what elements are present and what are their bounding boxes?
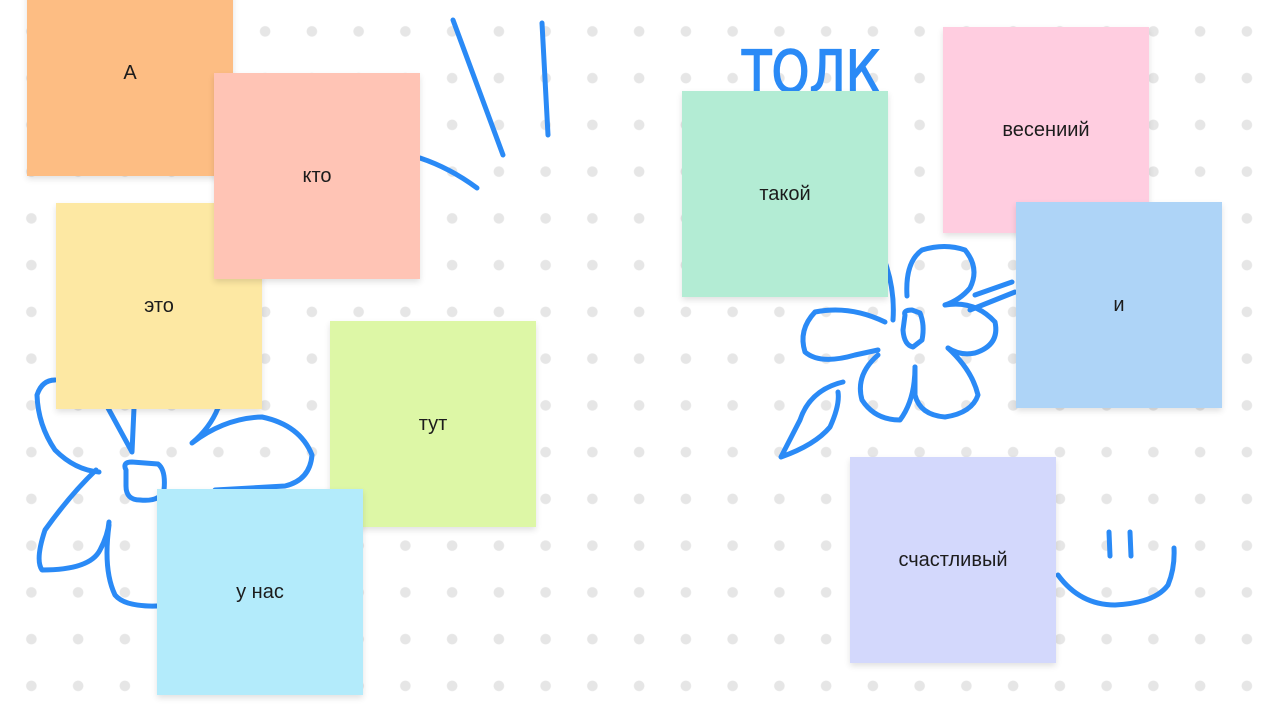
sticky-note[interactable]: А [27, 0, 233, 176]
note-text: такой [759, 182, 811, 205]
note-text: тут [418, 412, 448, 435]
sticky-note[interactable]: тут [330, 321, 536, 527]
note-text: и [1113, 293, 1125, 316]
pen-stroke[interactable] [417, 155, 480, 191]
sticky-note[interactable]: весениий [943, 27, 1149, 233]
pen-stroke[interactable] [450, 17, 506, 158]
note-text: у нас [236, 580, 284, 603]
note-text: счастливый [898, 548, 1008, 571]
pen-stroke[interactable] [539, 20, 551, 138]
note-text: кто [302, 164, 332, 187]
note-text: весениий [1002, 118, 1090, 141]
smiley-doodle[interactable] [1055, 529, 1177, 608]
sticky-note[interactable]: такой [682, 91, 888, 297]
note-text: А [123, 61, 137, 84]
sticky-note[interactable]: счастливый [850, 457, 1056, 663]
sticky-note[interactable]: кто [214, 73, 420, 279]
note-text: это [144, 294, 174, 317]
sticky-note[interactable]: у нас [157, 489, 363, 695]
sticky-note[interactable]: и [1016, 202, 1222, 408]
